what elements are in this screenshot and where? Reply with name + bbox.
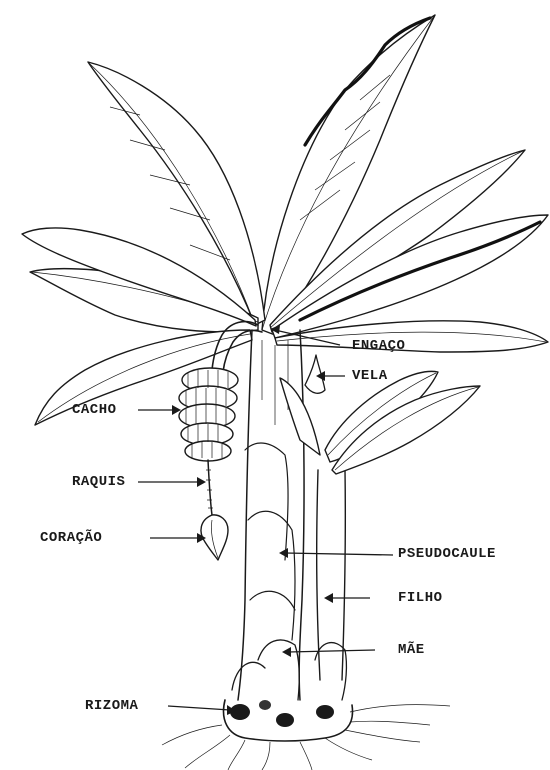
- heart-bud: [201, 515, 228, 560]
- banana-hands: [179, 368, 238, 461]
- label-engaco: ENGAÇO: [352, 338, 405, 354]
- label-coracao: CORAÇÃO: [40, 530, 102, 546]
- rhizome: [224, 700, 353, 741]
- label-rizoma: RIZOMA: [85, 698, 138, 714]
- arrow-raquis: [138, 477, 206, 487]
- label-raquis: RAQUIS: [72, 474, 125, 490]
- arrow-cacho: [138, 405, 181, 415]
- label-pseudocaule: PSEUDOCAULE: [398, 546, 496, 562]
- label-vela: VELA: [352, 368, 388, 384]
- arrow-rizoma: [168, 705, 236, 715]
- label-cacho: CACHO: [72, 402, 117, 418]
- roots: [162, 705, 450, 770]
- arrow-filho: [324, 593, 370, 603]
- label-filho: FILHO: [398, 590, 443, 606]
- arrow-pseudocaule: [279, 548, 393, 558]
- label-mae: MÃE: [398, 642, 425, 658]
- sucker-plant: [280, 355, 480, 680]
- arrow-coracao: [150, 533, 206, 543]
